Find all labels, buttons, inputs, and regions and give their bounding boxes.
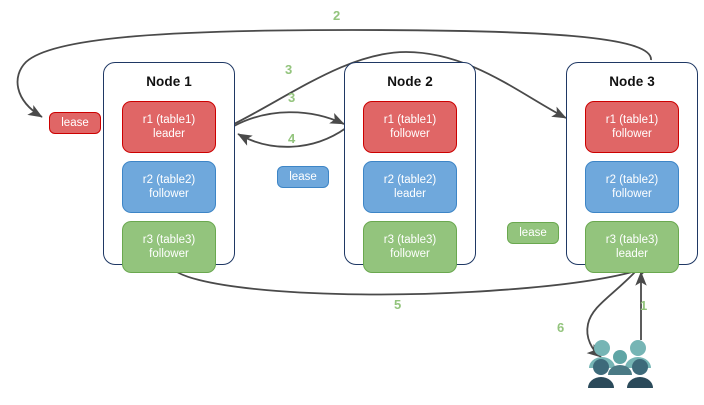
replica-node1-r3[interactable]: r3 (table3) follower	[122, 221, 216, 273]
node-container-1[interactable]: Node 1 r1 (table1) leader r2 (table2) fo…	[103, 62, 235, 273]
replica-name: r3 (table3)	[605, 234, 659, 246]
arrow-step-2	[16, 29, 652, 118]
node-container-3[interactable]: Node 3 r1 (table1) follower r2 (table2) …	[566, 62, 698, 273]
replica-role: follower	[149, 248, 189, 260]
arrow-step-6	[586, 271, 636, 358]
step-label-5: 5	[394, 297, 402, 312]
step-label-4: 4	[288, 131, 296, 146]
replica-name: r1 (table1)	[605, 114, 659, 126]
replica-node3-r2[interactable]: r2 (table2) follower	[585, 161, 679, 213]
arrow-step-5	[169, 264, 652, 296]
step-label-3a: 3	[285, 62, 293, 77]
replica-name: r2 (table2)	[142, 174, 196, 186]
replica-name: r2 (table2)	[605, 174, 659, 186]
replica-role: leader	[153, 128, 185, 140]
replica-name: r2 (table2)	[383, 174, 437, 186]
node-title-1: Node 1	[146, 74, 192, 89]
replica-role: leader	[616, 248, 648, 260]
replica-name: r1 (table1)	[142, 114, 196, 126]
replica-node2-r3[interactable]: r3 (table3) follower	[363, 221, 457, 273]
replica-node1-r2[interactable]: r2 (table2) follower	[122, 161, 216, 213]
replica-node2-r1[interactable]: r1 (table1) follower	[363, 101, 457, 153]
replica-node3-r3[interactable]: r3 (table3) leader	[585, 221, 679, 273]
lease-badge-r1[interactable]: lease	[49, 112, 101, 134]
replica-role: follower	[612, 188, 652, 200]
step-label-1: 1	[640, 298, 648, 313]
node-title-2: Node 2	[387, 74, 433, 89]
node-container-2[interactable]: Node 2 r1 (table1) follower r2 (table2) …	[344, 62, 476, 273]
lease-badge-r2[interactable]: lease	[277, 166, 329, 188]
replica-node3-r1[interactable]: r1 (table1) follower	[585, 101, 679, 153]
replica-name: r3 (table3)	[142, 234, 196, 246]
step-label-3b: 3	[288, 90, 296, 105]
replica-name: r1 (table1)	[383, 114, 437, 126]
replica-role: follower	[390, 128, 430, 140]
replica-node1-r1[interactable]: r1 (table1) leader	[122, 101, 216, 153]
step-label-6: 6	[557, 320, 565, 335]
arrow-step-3-upper	[231, 51, 567, 126]
replica-role: follower	[390, 248, 430, 260]
replica-role: follower	[149, 188, 189, 200]
lease-badge-r3[interactable]: lease	[507, 222, 559, 244]
replica-role: leader	[394, 188, 426, 200]
arrow-step-4	[237, 127, 347, 148]
step-label-2: 2	[333, 8, 341, 23]
replica-node2-r2[interactable]: r2 (table2) leader	[363, 161, 457, 213]
node-title-3: Node 3	[609, 74, 655, 89]
arrow-step-3-lower	[233, 111, 345, 127]
replica-name: r3 (table3)	[383, 234, 437, 246]
replica-role: follower	[612, 128, 652, 140]
